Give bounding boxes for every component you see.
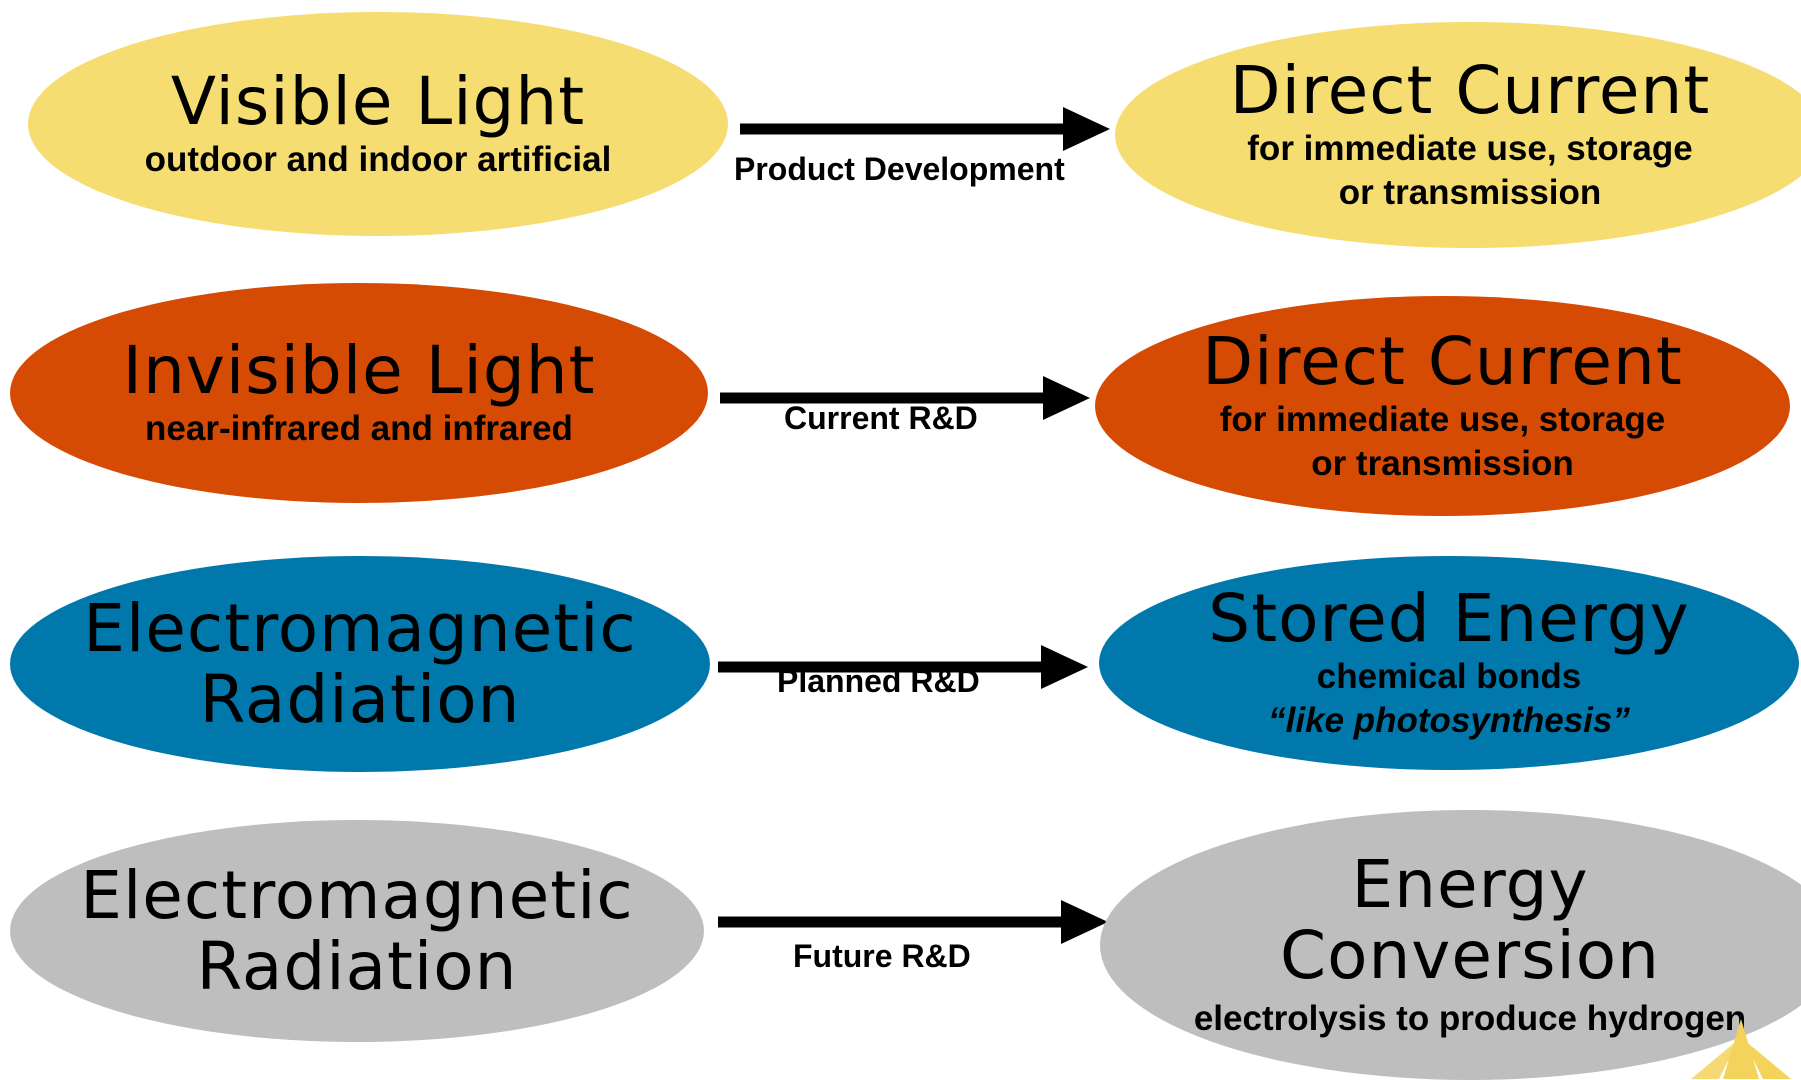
target-ellipse-energy-conversion: Energy Conversion electrolysis to produc… <box>1100 810 1801 1080</box>
arrow-product-development <box>740 107 1110 151</box>
source-title: Visible Light <box>170 63 586 141</box>
target-subtitle-line1: for immediate use, storage <box>1219 399 1666 439</box>
target-title: Stored Energy <box>1208 580 1690 658</box>
target-ellipse-direct-current-2: Direct Current for immediate use, storag… <box>1095 296 1790 516</box>
source-ellipse-em-radiation-2: Electromagnetic Radiation <box>10 820 704 1042</box>
arrow-future-rd <box>718 900 1108 944</box>
target-ellipse-direct-current-1: Direct Current for immediate use, storag… <box>1115 22 1801 248</box>
arrow-label-product-development: Product Development <box>734 151 1065 187</box>
target-subtitle-line2: or transmission <box>1338 172 1602 212</box>
source-title-line1: Electromagnetic <box>83 589 637 667</box>
target-subtitle-line1: for immediate use, storage <box>1247 128 1693 168</box>
target-title-line2: Conversion <box>1279 916 1661 994</box>
target-subtitle-line2: “like photosynthesis” <box>1268 700 1630 740</box>
source-ellipse-em-radiation-1: Electromagnetic Radiation <box>10 556 710 772</box>
arrow-current-rd <box>720 376 1090 420</box>
arrow-planned-rd <box>718 645 1088 689</box>
target-title-line1: Energy <box>1351 845 1589 923</box>
source-title-line2: Radiation <box>196 928 518 1005</box>
target-title: Direct Current <box>1229 52 1711 130</box>
arrow-label-current-rd: Current R&D <box>784 400 978 436</box>
source-title: Invisible Light <box>122 332 596 410</box>
target-subtitle-line2: or transmission <box>1311 443 1574 483</box>
source-subtitle: near-infrared and infrared <box>145 408 573 448</box>
target-title: Direct Current <box>1202 323 1683 401</box>
source-ellipse-invisible-light: Invisible Light near-infrared and infrar… <box>10 283 708 503</box>
logo-icon <box>1691 1019 1791 1079</box>
source-ellipse-visible-light: Visible Light outdoor and indoor artific… <box>28 12 728 236</box>
source-title-line2: Radiation <box>199 661 521 738</box>
target-ellipse-stored-energy: Stored Energy chemical bonds “like photo… <box>1099 556 1799 770</box>
source-subtitle: outdoor and indoor artificial <box>144 139 612 179</box>
source-title-line1: Electromagnetic <box>80 856 634 934</box>
arrow-label-future-rd: Future R&D <box>793 938 971 974</box>
target-subtitle: electrolysis to produce hydrogen <box>1193 999 1747 1039</box>
target-subtitle-line1: chemical bonds <box>1316 656 1582 696</box>
